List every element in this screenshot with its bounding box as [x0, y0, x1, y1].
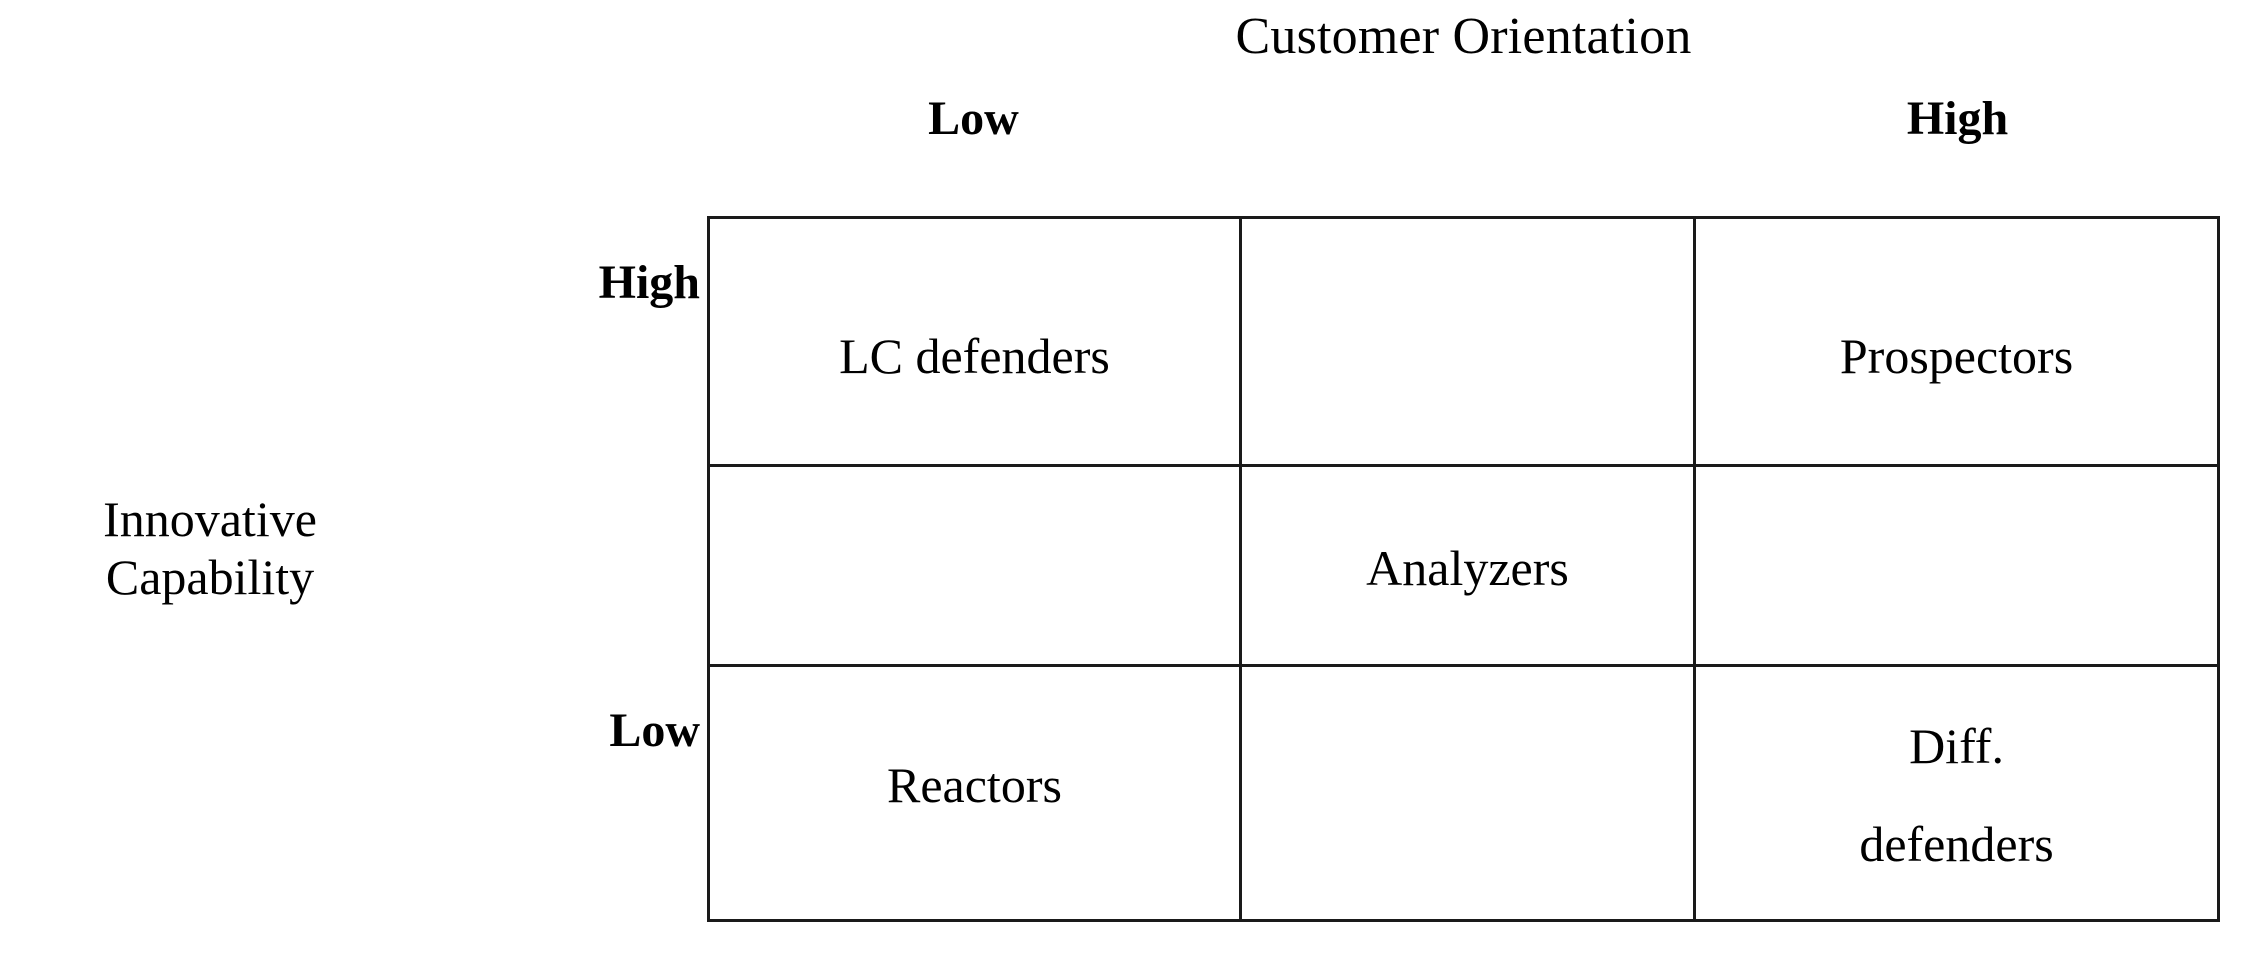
row-axis-title-line-2: Capability — [105, 549, 315, 605]
column-axis-title: Customer Orientation — [1235, 8, 1692, 65]
matrix-cell-empty-r2c1 — [1242, 667, 1697, 922]
row-axis-title: Innovative Capability — [0, 490, 420, 606]
row-header-high: High — [598, 256, 700, 309]
matrix-cell-label-stack: Diff. defenders — [1859, 697, 2053, 893]
matrix-row: Analyzers — [710, 467, 2217, 667]
column-header-middle — [1240, 88, 1695, 156]
row-axis-title-line-1: Innovative — [103, 491, 317, 547]
matrix-cell-label: LC defenders — [839, 327, 1110, 384]
matrix-grid: LC defenders Prospectors Analyzers React… — [707, 216, 2220, 922]
matrix-cell-diff-defenders: Diff. defenders — [1696, 667, 2217, 922]
column-header-low: Low — [928, 92, 1019, 145]
column-header-high: High — [1906, 92, 2009, 145]
matrix-cell-label-line-2: defenders — [1859, 815, 2054, 872]
matrix-cell-analyzers: Analyzers — [1242, 467, 1697, 664]
matrix-cell-reactors: Reactors — [710, 667, 1242, 922]
matrix-cell-label: Reactors — [887, 756, 1062, 813]
column-header-row: Low High — [707, 88, 2220, 156]
matrix-cell-empty-r1c0 — [710, 467, 1242, 664]
matrix-cell-prospectors: Prospectors — [1696, 219, 2217, 464]
matrix-cell-label-line-1: Diff. — [1909, 717, 2004, 774]
matrix-row: Reactors Diff. defenders — [710, 667, 2217, 922]
matrix-cell-label: Analyzers — [1366, 539, 1569, 596]
row-header-low: Low — [609, 704, 700, 757]
matrix-cell-lc-defenders: LC defenders — [710, 219, 1242, 464]
matrix-cell-label: Prospectors — [1839, 327, 2074, 384]
matrix-row: LC defenders Prospectors — [710, 219, 2217, 467]
matrix-cell-empty-r0c1 — [1242, 219, 1697, 464]
matrix-cell-empty-r1c2 — [1696, 467, 2217, 664]
